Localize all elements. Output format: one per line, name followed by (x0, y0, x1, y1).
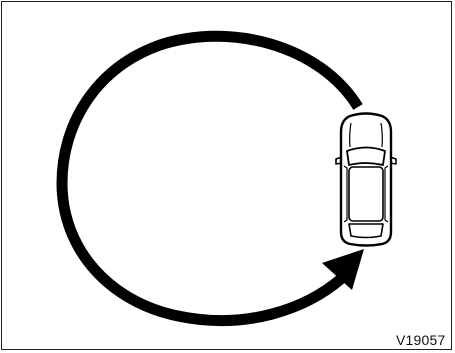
circular-arrow-icon (62, 36, 364, 320)
vehicle-top-view-icon (336, 114, 396, 246)
figure-code-label: V19057 (396, 332, 445, 348)
windshield (347, 148, 385, 166)
roof (349, 167, 383, 221)
turning-path-arc (62, 36, 358, 320)
rear-window (349, 224, 383, 238)
